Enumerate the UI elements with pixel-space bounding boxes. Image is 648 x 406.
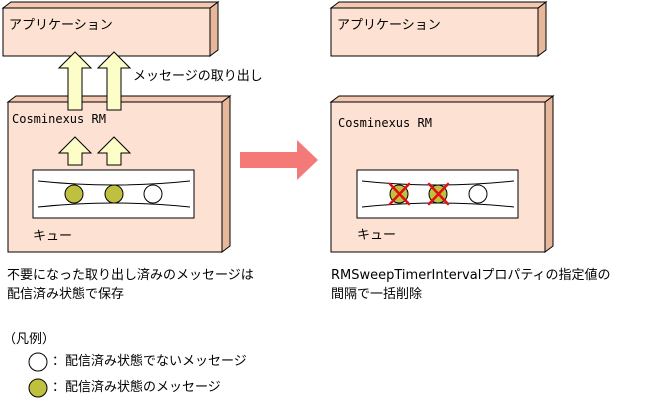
left-rm-label: Cosminexus RM [12,112,106,126]
legend-undelivered-label: ：配信済み状態でないメッセージ [52,354,247,369]
delete-mark-1 [388,182,411,206]
left-undelivered-message [143,184,163,204]
transition-arrow [240,140,318,180]
left-queue-label: キュー [33,229,73,244]
legend-delivered-label: ：配信済み状態のメッセージ [52,380,221,395]
left-caption-line2: 配信済み状態で保存 [7,287,125,302]
left-caption-line1: 不要になった取り出し済みのメッセージは [7,268,254,283]
retrieve-arrow-1 [57,51,93,111]
retrieve-arrows [57,51,132,111]
inner-arrow-2 [96,136,132,166]
retrieve-arrow-2 [96,51,132,111]
delete-mark-2 [427,182,450,206]
right-undelivered-message [468,184,488,204]
inner-arrow-1 [57,136,93,166]
legend-delivered-symbol [28,378,48,398]
right-application-box [329,1,548,57]
left-app-label: アプリケーション [9,18,113,33]
inner-arrows [57,136,132,166]
right-queue [356,169,519,219]
left-delivered-message-1 [64,184,84,204]
right-queue-label: キュー [357,228,397,243]
legend-undelivered-symbol [28,352,48,372]
right-app-label: アプリケーション [337,18,441,33]
retrieve-label: メッセージの取り出し [133,69,263,84]
left-queue [32,169,195,219]
legend-title: （凡例） [3,332,56,347]
right-caption-line2: 間隔で一括削除 [331,287,423,302]
left-delivered-message-2 [104,184,124,204]
left-application-box [1,1,220,57]
right-caption-line1: RMSweepTimerIntervalプロパティの指定値の [331,268,611,283]
right-rm-label: Cosminexus RM [338,116,432,130]
